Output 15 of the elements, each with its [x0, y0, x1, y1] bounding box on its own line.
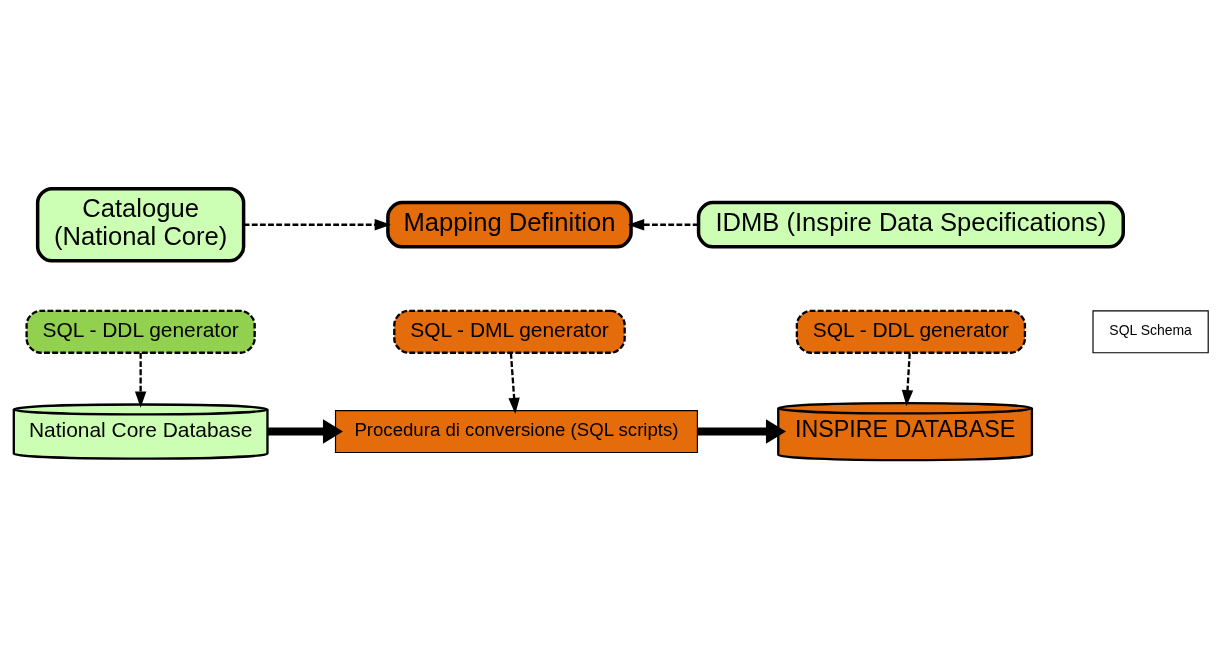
node-box: IDMB (Inspire Data Specifications) [696, 200, 1125, 249]
node-box: SQL - DDL generator [795, 309, 1027, 354]
node-box: Catalogue (National Core) [35, 186, 246, 263]
arrow [134, 353, 147, 408]
arrow [697, 419, 786, 444]
node-box: SQL - DML generator [393, 309, 626, 354]
node-box: SQL Schema [1092, 310, 1209, 354]
arrow [243, 219, 391, 231]
arrow [508, 353, 520, 415]
arrow [627, 219, 699, 231]
arrow [267, 419, 343, 444]
node-box: Mapping Definition [386, 200, 633, 249]
arrow [901, 353, 914, 407]
node-box: Procedura di conversione (SQL scripts) [334, 410, 698, 454]
node-box: SQL - DDL generator [25, 309, 256, 354]
